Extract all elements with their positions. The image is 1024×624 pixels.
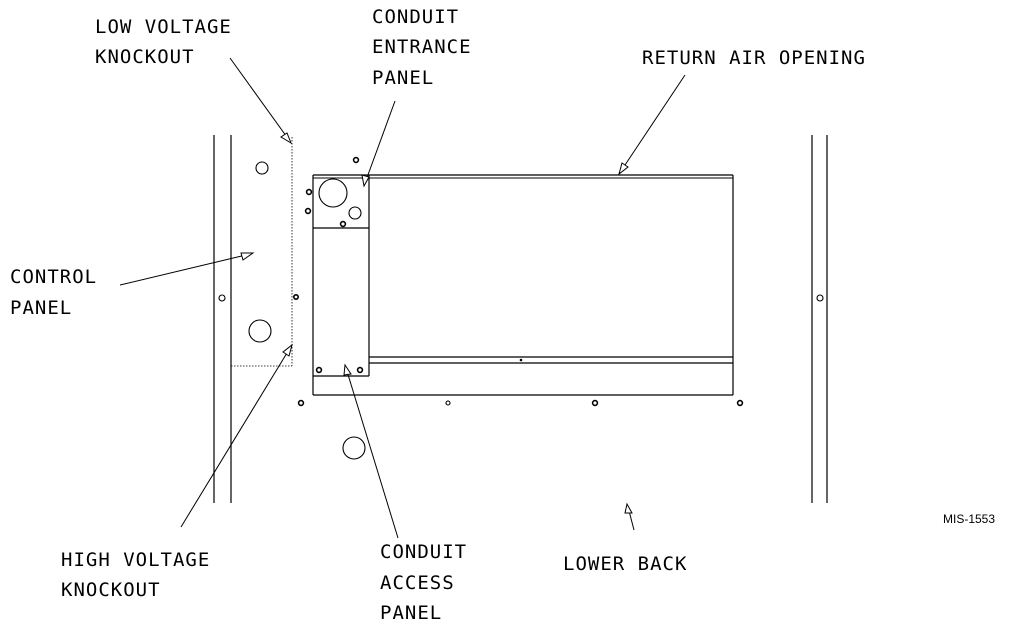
low-voltage-knockout-label: LOW VOLTAGE KNOCKOUT xyxy=(95,16,244,68)
lower-back-label: LOWER BACK xyxy=(563,553,687,575)
conduit-access-panel-label: CONDUIT ACCESS PANEL xyxy=(380,541,480,624)
high-voltage-knockout-label: HIGH VOLTAGE KNOCKOUT xyxy=(61,549,223,601)
leader-arrows xyxy=(119,57,686,539)
low-voltage-knockout-hole xyxy=(255,161,269,175)
conduit-entrance-panel-shape xyxy=(313,175,370,377)
conduit-entrance-panel-label: CONDUIT ENTRANCE PANEL xyxy=(372,6,484,89)
control-panel-outline xyxy=(231,137,299,367)
return-air-opening-frame xyxy=(312,174,734,396)
right-rail xyxy=(811,135,828,503)
bolt-holes xyxy=(297,156,744,460)
return-air-opening-label: RETURN AIR OPENING xyxy=(642,47,866,69)
control-panel-label: CONTROL PANEL xyxy=(10,266,110,319)
left-rail xyxy=(213,135,232,503)
high-voltage-knockout-hole xyxy=(248,319,272,343)
drawing-code: MIS-1553 xyxy=(943,512,995,526)
